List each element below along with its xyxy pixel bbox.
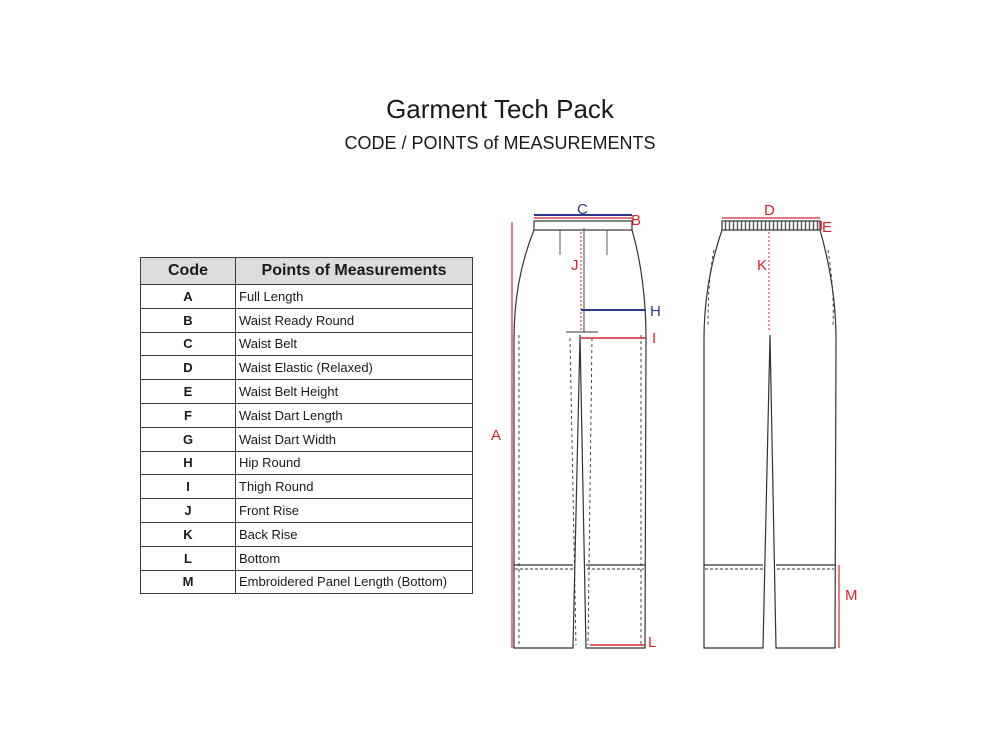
page-title: Garment Tech Pack xyxy=(386,94,614,124)
row-code: L xyxy=(140,545,236,571)
row-name: Full Length xyxy=(235,284,473,309)
label-a: A xyxy=(491,427,501,444)
row-name: Front Rise xyxy=(235,498,473,523)
row-name: Waist Belt Height xyxy=(235,379,473,404)
label-m: M xyxy=(845,587,858,604)
row-code: K xyxy=(140,521,236,547)
label-e: E xyxy=(822,219,832,236)
back-view-trouser xyxy=(703,220,837,649)
back-trouser-outline xyxy=(703,229,837,649)
column-header-code: Code xyxy=(140,257,236,285)
label-c: C xyxy=(577,201,588,218)
measurement-lines xyxy=(511,214,840,648)
front-waistband xyxy=(533,220,633,231)
label-d: D xyxy=(764,202,775,219)
front-trouser-outline xyxy=(513,229,647,649)
row-code: A xyxy=(140,284,236,309)
page-subtitle: CODE / POINTS of MEASUREMENTS xyxy=(344,133,656,153)
label-b: B xyxy=(631,212,641,229)
label-h: H xyxy=(650,303,661,320)
table-header-row: Code Points of Measurements xyxy=(140,257,473,285)
back-elastic-waistband xyxy=(721,220,821,231)
front-topstitch-lines xyxy=(518,335,642,646)
row-name: Bottom xyxy=(235,545,473,571)
front-view-trouser xyxy=(513,220,647,649)
row-code: M xyxy=(140,569,236,595)
label-i: I xyxy=(652,330,656,347)
back-topstitch-lines xyxy=(707,249,834,326)
label-k: K xyxy=(757,257,767,274)
row-code: B xyxy=(140,307,236,333)
label-l: L xyxy=(648,634,656,651)
column-header-points: Points of Measurements xyxy=(235,257,473,285)
label-j: J xyxy=(571,257,579,274)
row-name: Waist Dart Length xyxy=(235,402,473,428)
row-name: Back Rise xyxy=(235,521,473,547)
row-name: Embroidered Panel Length (Bottom) xyxy=(235,569,473,595)
